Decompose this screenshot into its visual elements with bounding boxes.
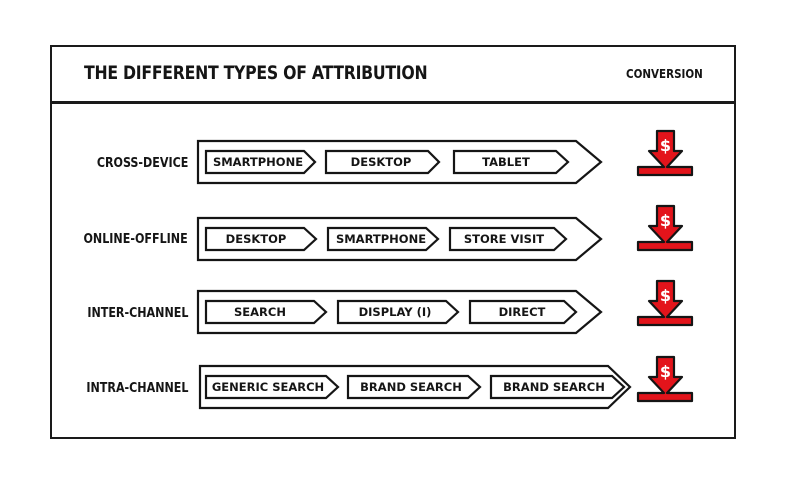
step-chevron: DESKTOP (204, 226, 318, 252)
row-label-inter-channel: INTER-CHANNEL (86, 306, 188, 321)
step-chevron: DIRECT (468, 299, 578, 325)
step-chevron: SMARTPHONE (326, 226, 440, 252)
step-label: TABLET (482, 155, 530, 169)
step-label: BRAND SEARCH (360, 380, 462, 394)
step-label: BRAND SEARCH (503, 380, 605, 394)
step-label: DESKTOP (226, 232, 287, 246)
row-label-intra-channel: INTRA-CHANNEL (85, 381, 188, 396)
step-chevron: GENERIC SEARCH (204, 374, 340, 400)
step-chevron: STORE VISIT (448, 226, 568, 252)
svg-text:$: $ (660, 136, 671, 155)
step-chevron: TABLET (452, 149, 570, 175)
step-label: DISPLAY (I) (359, 305, 432, 319)
row-flow-intra-channel: GENERIC SEARCH BRAND SEARCH BRAND SEARCH (198, 364, 632, 410)
step-chevron: DISPLAY (I) (336, 299, 460, 325)
row-label-cross-device: CROSS-DEVICE (96, 156, 188, 171)
row-label-online-offline: ONLINE-OFFLINE (83, 232, 188, 247)
dollar-arrow-down-icon: $ (636, 204, 694, 252)
diagram-frame (50, 45, 736, 439)
dollar-arrow-down-icon: $ (636, 355, 694, 403)
step-chevron: SMARTPHONE (204, 149, 317, 175)
row-flow-inter-channel: SEARCH DISPLAY (I) DIRECT (196, 289, 603, 335)
step-chevron: SEARCH (204, 299, 328, 325)
step-label: SMARTPHONE (213, 155, 303, 169)
step-label: STORE VISIT (464, 232, 544, 246)
header-divider (50, 101, 736, 104)
dollar-arrow-down-icon: $ (636, 129, 694, 177)
row-flow-online-offline: DESKTOP SMARTPHONE STORE VISIT (196, 216, 603, 262)
step-label: DESKTOP (351, 155, 412, 169)
step-label: GENERIC SEARCH (212, 380, 324, 394)
svg-text:$: $ (660, 362, 671, 381)
step-label: SMARTPHONE (336, 232, 426, 246)
svg-text:$: $ (660, 211, 671, 230)
page-title: THE DIFFERENT TYPES OF ATTRIBUTION (84, 62, 428, 84)
step-chevron: BRAND SEARCH (489, 374, 626, 400)
row-flow-cross-device: SMARTPHONE DESKTOP TABLET (196, 139, 603, 185)
step-chevron: BRAND SEARCH (346, 374, 482, 400)
dollar-arrow-down-icon: $ (636, 279, 694, 327)
step-chevron: DESKTOP (324, 149, 441, 175)
conversion-column-header: CONVERSION (626, 66, 703, 81)
step-label: DIRECT (499, 305, 546, 319)
svg-text:$: $ (660, 286, 671, 305)
step-label: SEARCH (234, 305, 286, 319)
